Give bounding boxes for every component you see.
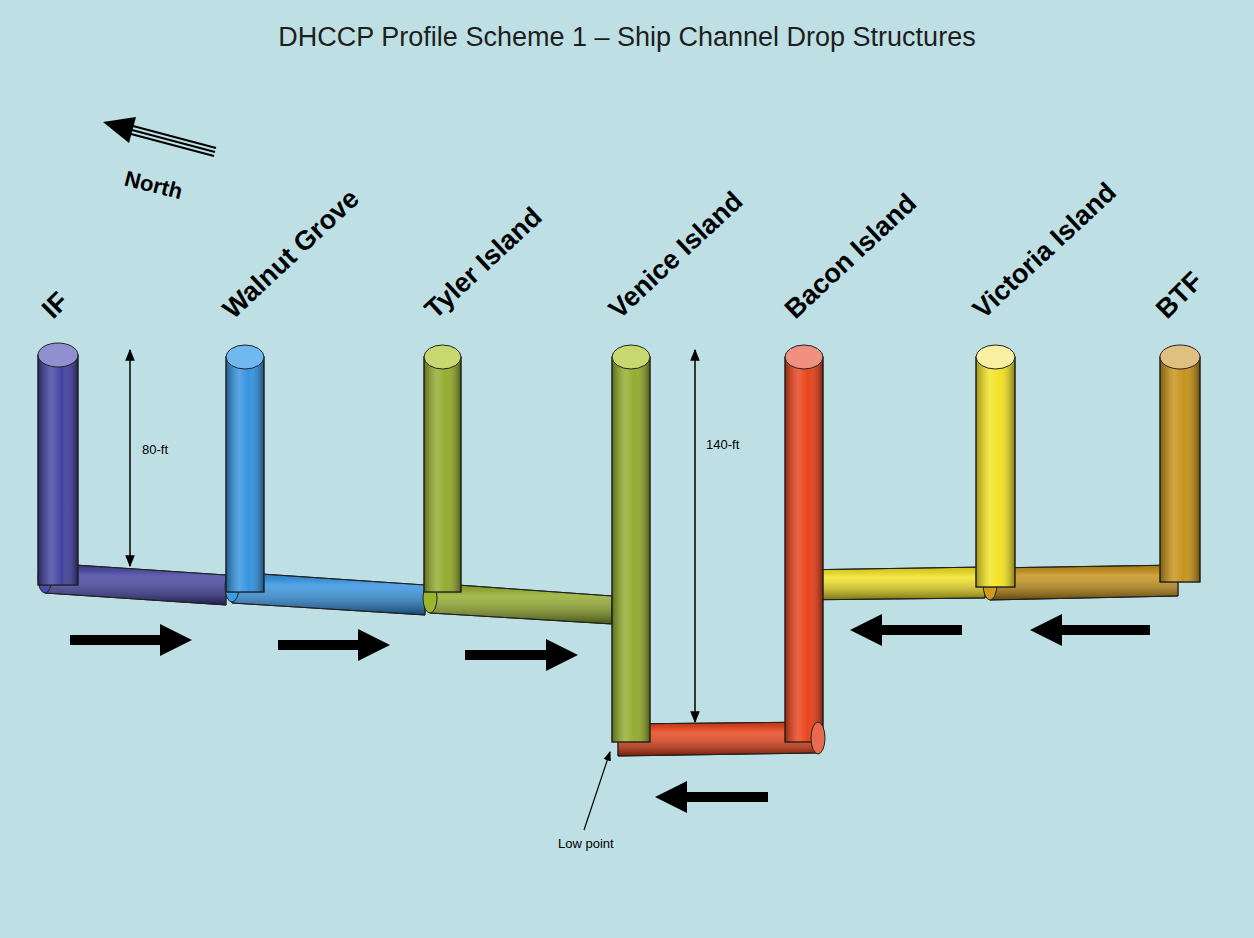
- drop-shaft: [424, 345, 461, 369]
- flow-arrow: [850, 614, 962, 646]
- dimension-line: [129, 350, 131, 566]
- drop-shaft: [976, 357, 1015, 587]
- tunnel: [990, 565, 1178, 600]
- drop-shaft: [226, 357, 264, 592]
- drop-shaft: [38, 343, 1200, 754]
- drop-shaft: [785, 345, 823, 369]
- leader-line: [584, 752, 610, 830]
- drop-shaft: [38, 355, 78, 585]
- flow-arrow: [278, 629, 390, 661]
- drop-shaft: [424, 357, 461, 592]
- north-arrow: [103, 117, 136, 143]
- drop-shaft: [976, 345, 1015, 369]
- station-label: Walnut Grove: [217, 183, 366, 325]
- drop-shaft: [1160, 357, 1200, 582]
- drop-shaft: [811, 722, 825, 754]
- diagram-title: DHCCP Profile Scheme 1 – Ship Channel Dr…: [0, 22, 1254, 53]
- north-label: North: [122, 165, 185, 204]
- drop-shaft: [612, 357, 650, 742]
- drop-shaft: [1160, 357, 1200, 582]
- flow-arrow: [465, 639, 578, 671]
- drop-shaft: [38, 355, 78, 585]
- flow-arrow: [655, 781, 768, 813]
- station-label: IF: [36, 286, 75, 325]
- drop-shaft: [424, 357, 461, 592]
- north-arrow: [132, 130, 215, 152]
- station-label: BTF: [1150, 266, 1209, 325]
- tunnel: [38, 563, 1178, 756]
- callout-label: Low point: [558, 837, 614, 852]
- station-label: Tyler Island: [419, 201, 548, 325]
- station-label: Bacon Island: [779, 188, 923, 325]
- drop-shaft: [1160, 345, 1200, 369]
- drop-shaft: [976, 357, 1015, 587]
- dimension-line: [130, 350, 695, 722]
- dimension-label: 140-ft: [706, 438, 739, 453]
- drop-shaft: [226, 345, 264, 369]
- drop-shaft: [226, 357, 264, 592]
- drop-shaft: [785, 357, 823, 742]
- drop-shaft: [38, 343, 78, 367]
- station-label: Victoria Island: [967, 177, 1123, 325]
- north-arrow: [133, 126, 216, 148]
- drop-shaft: [612, 345, 650, 369]
- flow-arrow: [1030, 614, 1150, 646]
- station-label: Venice Island: [603, 186, 749, 325]
- dimension-label: 80-ft: [142, 443, 168, 458]
- dimension-line: [694, 350, 696, 722]
- flow-arrow: [70, 614, 1150, 813]
- flow-arrow: [70, 624, 192, 656]
- drop-shaft: [612, 357, 650, 742]
- north-arrow: [103, 117, 216, 156]
- tunnel: [990, 565, 1178, 600]
- drop-shaft: [785, 357, 823, 742]
- leader-line: [584, 752, 610, 830]
